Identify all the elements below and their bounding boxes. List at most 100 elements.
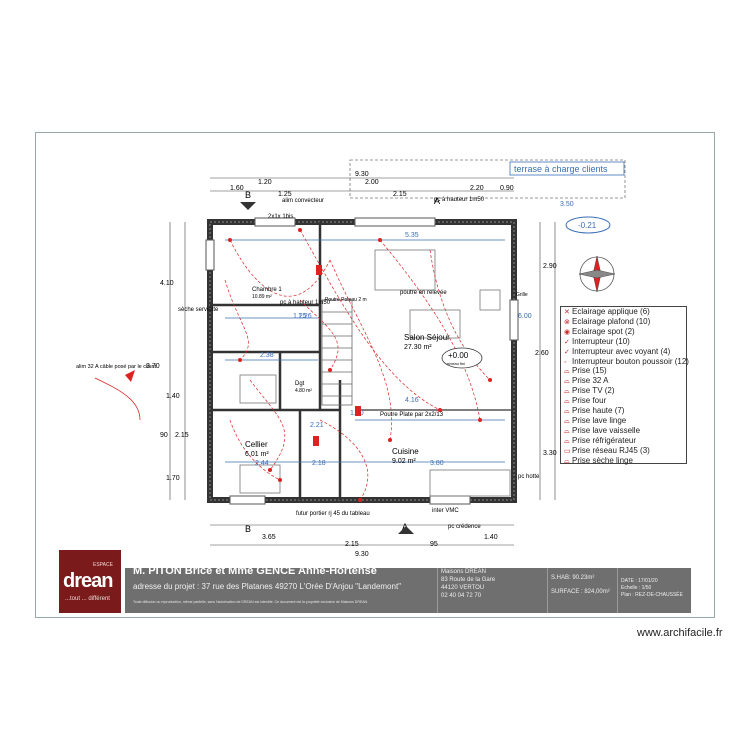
room-cellier-name: Cellier xyxy=(245,440,268,449)
dim-bottom-4: 1.40 xyxy=(484,534,498,541)
dim-right-4: 3.30 xyxy=(543,450,557,457)
dim-top-3: 2.00 xyxy=(365,179,379,186)
note-2x1x: 2x1x 1bis xyxy=(268,214,293,220)
room-salon-area: 27.30 m² xyxy=(404,344,432,351)
legend-row: ⌓Prise TV (2) xyxy=(564,386,683,397)
level-badge-text: -0.21 xyxy=(578,221,597,230)
inner-dim-6: 4.16 xyxy=(405,397,419,404)
dim-left-5: 90 xyxy=(160,432,168,439)
electrical-points xyxy=(228,228,492,502)
prise-32a-icon: ⌓ xyxy=(564,378,570,386)
lave-linge-icon: ⌓ xyxy=(564,417,570,425)
surface-line: S.HAB: 90.23m² xyxy=(551,575,595,581)
inner-dim-9: 1.26 xyxy=(298,313,312,320)
section-mark-a-top: A xyxy=(434,196,440,206)
company-line: 83 Route de la Gare xyxy=(441,577,496,583)
legend-label: Eclairage spot (2) xyxy=(572,326,635,336)
meta-line: Echelle : 1/50 xyxy=(621,585,652,591)
legend-row: ⌓Prise lave linge xyxy=(564,416,683,427)
rj45-icon: ▭ xyxy=(564,447,571,455)
legend-row: ⌓Prise (15) xyxy=(564,366,683,377)
legend-label: Prise réfrigérateur xyxy=(572,435,637,445)
dim-top-6: 2.15 xyxy=(393,191,407,198)
note-pc-credence: pc crédence xyxy=(448,524,481,530)
legend-row: ⌓Prise lave vaisselle xyxy=(564,425,683,437)
dim-left-1: 4.10 xyxy=(160,280,174,287)
company-line: 44120 VERTOU xyxy=(441,585,485,591)
dim-bottom-3: 95 xyxy=(430,541,438,548)
room-chambre-area: 10.89 m² xyxy=(252,294,272,300)
drawing-sheet-border xyxy=(35,132,715,618)
prise-icon: ⌓ xyxy=(564,368,570,376)
legend-row: ◦Interrupteur bouton poussoir (12) xyxy=(564,357,689,368)
applique-icon: ✕ xyxy=(564,309,570,316)
lave-vaisselle-icon: ⌓ xyxy=(564,427,570,435)
project-address: adresse du projet : 37 rue des Platanes … xyxy=(133,582,402,591)
company-line: 02 40 04 72 70 xyxy=(441,593,482,599)
logo-word: drean xyxy=(63,570,113,592)
note-alim-32a: alim 32 A câble posé par le client xyxy=(76,364,157,370)
company-line: Maisons DREAN xyxy=(441,569,487,575)
legend-label: Interrupteur avec voyant (4) xyxy=(572,346,671,356)
dim-bottom-2: 2.15 xyxy=(345,541,359,548)
refrigerateur-icon: ⌓ xyxy=(564,437,570,445)
title-block: ESPACE drean ...tout ... différent M. PI… xyxy=(59,550,691,613)
room-chambre-name: Chambre 1 xyxy=(252,287,282,293)
legend-label: Prise lave vaisselle xyxy=(572,425,641,435)
terrace-dim: 3.50 xyxy=(560,201,574,208)
dim-top-8: 0.90 xyxy=(500,185,514,192)
surface-line: SURFACE : 824,00m² xyxy=(551,589,610,595)
room-dgt-name: Dgt xyxy=(295,381,305,387)
inner-dim-5: 2.18 xyxy=(312,460,326,467)
level-main-text: +0.00 xyxy=(448,351,469,360)
legend-row: ⌓Prise réfrigérateur xyxy=(564,435,683,447)
dim-left-2: 3.70 xyxy=(146,363,160,370)
section-arrow-b-top xyxy=(240,202,256,210)
room-cuisine-name: Cuisine xyxy=(392,447,419,456)
title-block-main: M. PITON Brice et Mme GENCE Anne-Hortens… xyxy=(125,565,691,613)
legend-label: Prise 32 A xyxy=(572,376,609,386)
dim-top-2: 1.20 xyxy=(258,179,272,186)
prise-tv-icon: ⌓ xyxy=(564,388,570,396)
legend-label: Prise haute (7) xyxy=(572,406,625,416)
company-info: Maisons DREAN 83 Route de la Gare 44120 … xyxy=(437,568,549,613)
legend-label: Prise four xyxy=(572,396,607,406)
logo-sup: ESPACE xyxy=(93,562,113,568)
note-futur-portier: futur portier rj 45 du tableau xyxy=(296,511,370,517)
dim-bottom-total: 9.30 xyxy=(355,551,369,558)
legend-row: ⌓Prise 32 A xyxy=(564,376,683,387)
inner-dim-7: 2.44 xyxy=(255,460,269,467)
meta-line: Plan : REZ-DE-CHAUSSÉE xyxy=(621,592,683,598)
legend-row: ✕Eclairage applique (6) xyxy=(564,307,683,318)
electrical-circuits xyxy=(224,229,491,501)
legend-label: Prise (15) xyxy=(572,366,607,376)
note-pc-hauteur-2: pc à hauteur 1m50 xyxy=(280,300,331,306)
inner-dim-2: 1.25 xyxy=(293,313,307,320)
legend-label: Eclairage plafond (10) xyxy=(572,316,651,326)
legend-row: ▭Prise réseau RJ45 (3) xyxy=(564,446,683,457)
windows xyxy=(205,217,519,505)
seche-linge-icon: ⌓ xyxy=(564,457,570,465)
note-poutre-poteau: Poutre Poteau 2 m xyxy=(325,297,367,303)
logo-tag: ...tout ... différent xyxy=(65,596,110,602)
plan-meta: DATE : 17/01/20 Echelle : 1/50 Plan : RE… xyxy=(617,568,691,613)
inner-dim-1: 5.35 xyxy=(405,232,419,239)
dim-left-3: 2.15 xyxy=(175,432,189,439)
note-pc-hauteur-1: pc à hauteur 1m50 xyxy=(434,197,485,203)
level-main-badge xyxy=(441,347,483,369)
dim-top-5: 1.25 xyxy=(278,191,292,198)
terrace-label-box xyxy=(509,161,625,176)
spot-icon: ◉ xyxy=(564,328,571,336)
staircase xyxy=(321,299,353,406)
terrace-outline xyxy=(349,159,626,199)
legend-label: Prise sèche linge xyxy=(572,455,633,465)
legend-label: Interrupteur (10) xyxy=(572,336,630,346)
level-badge xyxy=(565,216,611,234)
voyant-icon: ✓ xyxy=(564,348,570,356)
dim-left-6: 1.70 xyxy=(166,475,180,482)
inner-dim-3: 2.21 xyxy=(310,422,324,429)
watermark-credit: www.archifacile.fr xyxy=(637,627,723,639)
section-mark-b-bottom: B xyxy=(245,524,251,534)
legend-label: Prise TV (2) xyxy=(572,386,615,396)
dim-top-7: 2.20 xyxy=(470,185,484,192)
